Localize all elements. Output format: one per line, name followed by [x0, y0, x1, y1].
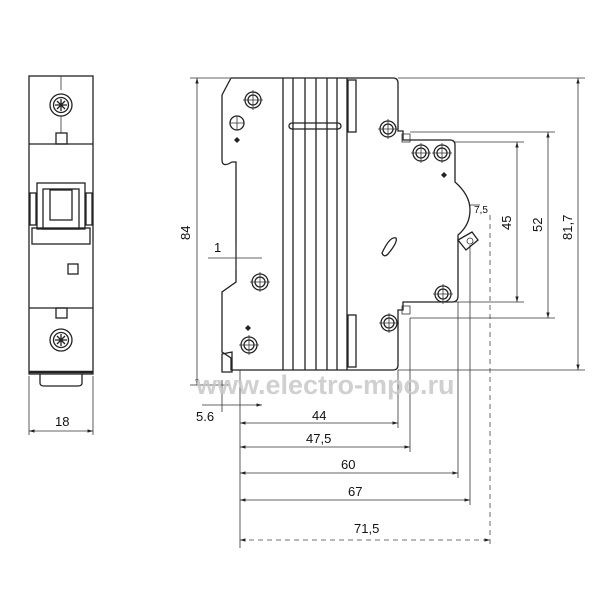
dim-rail-5-6: 5.6 [196, 409, 214, 424]
dim-offset-1: 1 [214, 240, 221, 255]
front-view: 18 [28, 75, 94, 435]
dimension-lines: 84 81,7 52 45 1 5.6 44 47,5 60 67 71,5 [178, 77, 585, 548]
dim-height-81-7: 81,7 [560, 215, 575, 240]
dim-depth-60: 60 [341, 457, 355, 472]
dim-corner-label: 7,5 [474, 205, 488, 216]
dim-height-84: 84 [178, 226, 193, 240]
watermark: www.electro-mpo.ru [195, 370, 455, 400]
dim-depth-67: 67 [348, 484, 362, 499]
dim-depth-71-5: 71,5 [354, 521, 379, 536]
dim-height-52: 52 [530, 218, 545, 232]
dim-depth-47-5: 47,5 [306, 431, 331, 446]
dim-height-45: 45 [499, 216, 514, 230]
dim-depth-44: 44 [312, 408, 326, 423]
terminal-screw-bottom-icon [49, 328, 73, 352]
status-window-icon [67, 263, 79, 275]
side-view: 7,5 [221, 77, 488, 373]
toggle-lever-icon [29, 182, 93, 245]
dim-width-18: 18 [55, 414, 69, 429]
terminal-screw-top-icon [49, 93, 73, 117]
